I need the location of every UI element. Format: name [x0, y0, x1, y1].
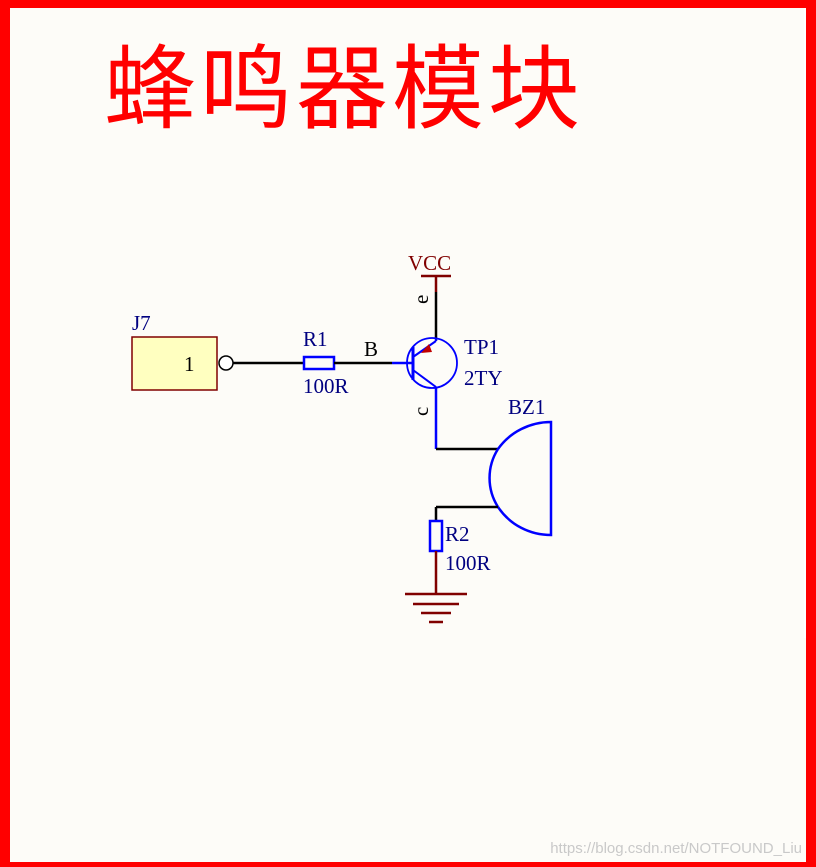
watermark: https://blog.csdn.net/NOTFOUND_Liu: [550, 840, 802, 857]
r1-designator: R1: [303, 327, 328, 351]
transistor-collector-leg: [412, 369, 437, 388]
connector-pin-number: 1: [184, 352, 195, 376]
r1-value: 100R: [303, 374, 349, 398]
base-net-label: B: [364, 337, 378, 361]
resistor-r1: R1 100R: [302, 327, 349, 398]
buzzer-body: [496, 420, 553, 537]
collector-pin-label: c: [409, 407, 433, 416]
buzzer-designator: BZ1: [508, 395, 545, 419]
transistor-tp1: TP1 2TY: [406, 335, 503, 390]
transistor-envelope: [406, 337, 458, 389]
transistor-designator: TP1: [464, 335, 499, 359]
resistor-r2: R2 100R: [428, 519, 491, 575]
frame-inner-edge: [804, 8, 806, 638]
r2-designator: R2: [445, 522, 470, 546]
ground-icon: [405, 592, 467, 624]
vcc-power-port: VCC: [408, 251, 451, 292]
connector-j7: J7 1: [131, 311, 234, 391]
vcc-label: VCC: [408, 251, 451, 275]
transistor-emitter-leg: [412, 340, 437, 358]
r1-body: [302, 355, 336, 371]
connector-body: [131, 336, 218, 391]
r2-body: [428, 519, 444, 553]
transistor-value: 2TY: [464, 366, 503, 390]
connector-designator: J7: [132, 311, 151, 335]
transistor-arrow-icon: [421, 344, 432, 353]
buzzer-arc-left: [488, 448, 500, 508]
emitter-pin-label: e: [409, 295, 433, 304]
r2-value: 100R: [445, 551, 491, 575]
page-title: 蜂鸣器模块: [104, 36, 585, 143]
connector-pin-terminal: [218, 355, 234, 371]
buzzer-bz1: BZ1: [488, 395, 553, 537]
